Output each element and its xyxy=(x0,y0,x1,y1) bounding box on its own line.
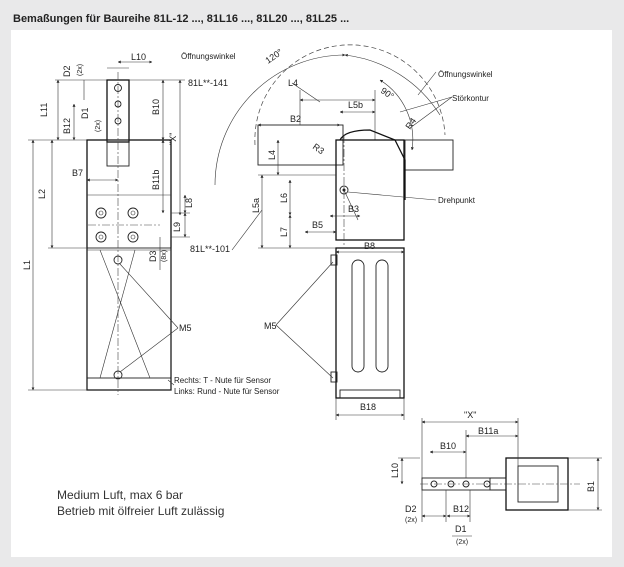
label-b11b: B11b xyxy=(151,170,161,190)
arm-profile xyxy=(339,129,406,200)
label-d1: D1 xyxy=(80,107,90,119)
label-l6: L6 xyxy=(279,193,289,203)
label-d2: D2 xyxy=(62,65,72,77)
label-b10: B10 xyxy=(151,99,161,115)
label-angle-120: 120° xyxy=(263,47,284,66)
arm-closed xyxy=(404,139,454,171)
detail-x-view xyxy=(398,418,602,537)
label-b12: B12 xyxy=(62,118,72,134)
cylinder-body xyxy=(86,247,172,391)
label-l8: L8 xyxy=(184,198,194,208)
label-b18: B18 xyxy=(360,402,376,412)
label-b10-2: B10 xyxy=(440,441,456,451)
label-b2: B2 xyxy=(290,114,301,124)
note-line-2: Betrieb mit ölfreier Luft zulässig xyxy=(57,504,225,518)
label-b3: B3 xyxy=(348,204,359,214)
sensor-slot-2 xyxy=(375,259,389,373)
mount-hole-4 xyxy=(127,231,139,243)
label-l1: L1 xyxy=(22,260,32,270)
label-l9: L9 xyxy=(172,222,182,232)
mount-hole-1 xyxy=(95,207,107,219)
detail-labels: "X" B11a B10 L10 B1 D2 (2x) B12 D1 (2x) xyxy=(390,410,596,546)
label-d2-2-sub: (2x) xyxy=(405,517,417,524)
label-rechts: Rechts: T - Nute für Sensor xyxy=(174,376,271,385)
label-l4-side: L4 xyxy=(267,150,277,160)
label-links: Links: Rund - Nute für Sensor xyxy=(174,387,280,396)
label-stoerkontur: Störkontur xyxy=(452,94,489,103)
label-b7: B7 xyxy=(72,168,83,178)
label-drehpunkt: Drehpunkt xyxy=(438,196,476,205)
label-d1-2-sub: (2x) xyxy=(456,539,468,546)
label-m5-right: M5 xyxy=(264,321,277,331)
label-angle-90: 90° xyxy=(379,85,396,101)
mount-hole-2 xyxy=(127,207,139,219)
label-81l-101: 81L**-101 xyxy=(190,244,230,254)
sensor-slot-1 xyxy=(351,259,365,373)
label-r4: R4 xyxy=(403,116,418,131)
label-l4-top: L4 xyxy=(288,78,298,88)
label-l5a: L5a xyxy=(251,198,261,213)
arc-120 xyxy=(214,53,346,186)
label-l10-2: L10 xyxy=(390,463,400,478)
left-view-labels: D2 (2x) L10 L11 B12 D1 (2x) B10 "X" B11b… xyxy=(22,52,280,396)
label-l7: L7 xyxy=(279,227,289,237)
side-housing xyxy=(335,139,405,241)
label-d1-2: D1 xyxy=(455,524,467,534)
label-d2-2: D2 xyxy=(405,504,417,514)
label-l10: L10 xyxy=(131,52,146,62)
label-x-2: "X" xyxy=(464,410,476,420)
label-d2-sub: (2x) xyxy=(77,64,84,76)
right-side-view xyxy=(214,44,454,420)
note-line-1: Medium Luft, max 6 bar xyxy=(57,488,184,502)
arc-120-ext xyxy=(344,53,441,116)
label-l2: L2 xyxy=(37,189,47,199)
drawing-panel xyxy=(11,30,612,557)
side-cylinder xyxy=(335,247,405,399)
mount-hole-3 xyxy=(95,231,107,243)
left-front-view xyxy=(28,60,190,395)
label-l5b: L5b xyxy=(348,100,363,110)
end-cap xyxy=(86,377,172,391)
arc-dashed xyxy=(254,44,446,146)
label-x: "X" xyxy=(168,133,178,145)
label-81l-141: 81L**-141 xyxy=(188,78,228,88)
header-bar: Bemaßungen für Baureihe 81L-12 ..., 81L1… xyxy=(0,0,624,30)
label-b8: B8 xyxy=(364,241,375,251)
label-b5: B5 xyxy=(312,220,323,230)
label-m5-left: M5 xyxy=(179,323,192,333)
label-d1-sub: (2x) xyxy=(95,120,102,132)
label-oeffnungswinkel-2: Öffnungswinkel xyxy=(438,70,493,79)
label-b1: B1 xyxy=(586,481,596,492)
label-b11a: B11a xyxy=(478,426,498,436)
label-d3: D3 xyxy=(148,250,158,262)
label-oeffnungswinkel-1: Öffnungswinkel xyxy=(181,52,236,61)
label-b12-2: B12 xyxy=(453,504,469,514)
label-l11: L11 xyxy=(39,103,49,117)
label-d3-sub: (8x) xyxy=(161,250,168,262)
page-title: Bemaßungen für Baureihe 81L-12 ..., 81L1… xyxy=(13,13,350,25)
medium-note: Medium Luft, max 6 bar Betrieb mit ölfre… xyxy=(57,487,224,519)
label-r3: R3 xyxy=(311,141,326,156)
